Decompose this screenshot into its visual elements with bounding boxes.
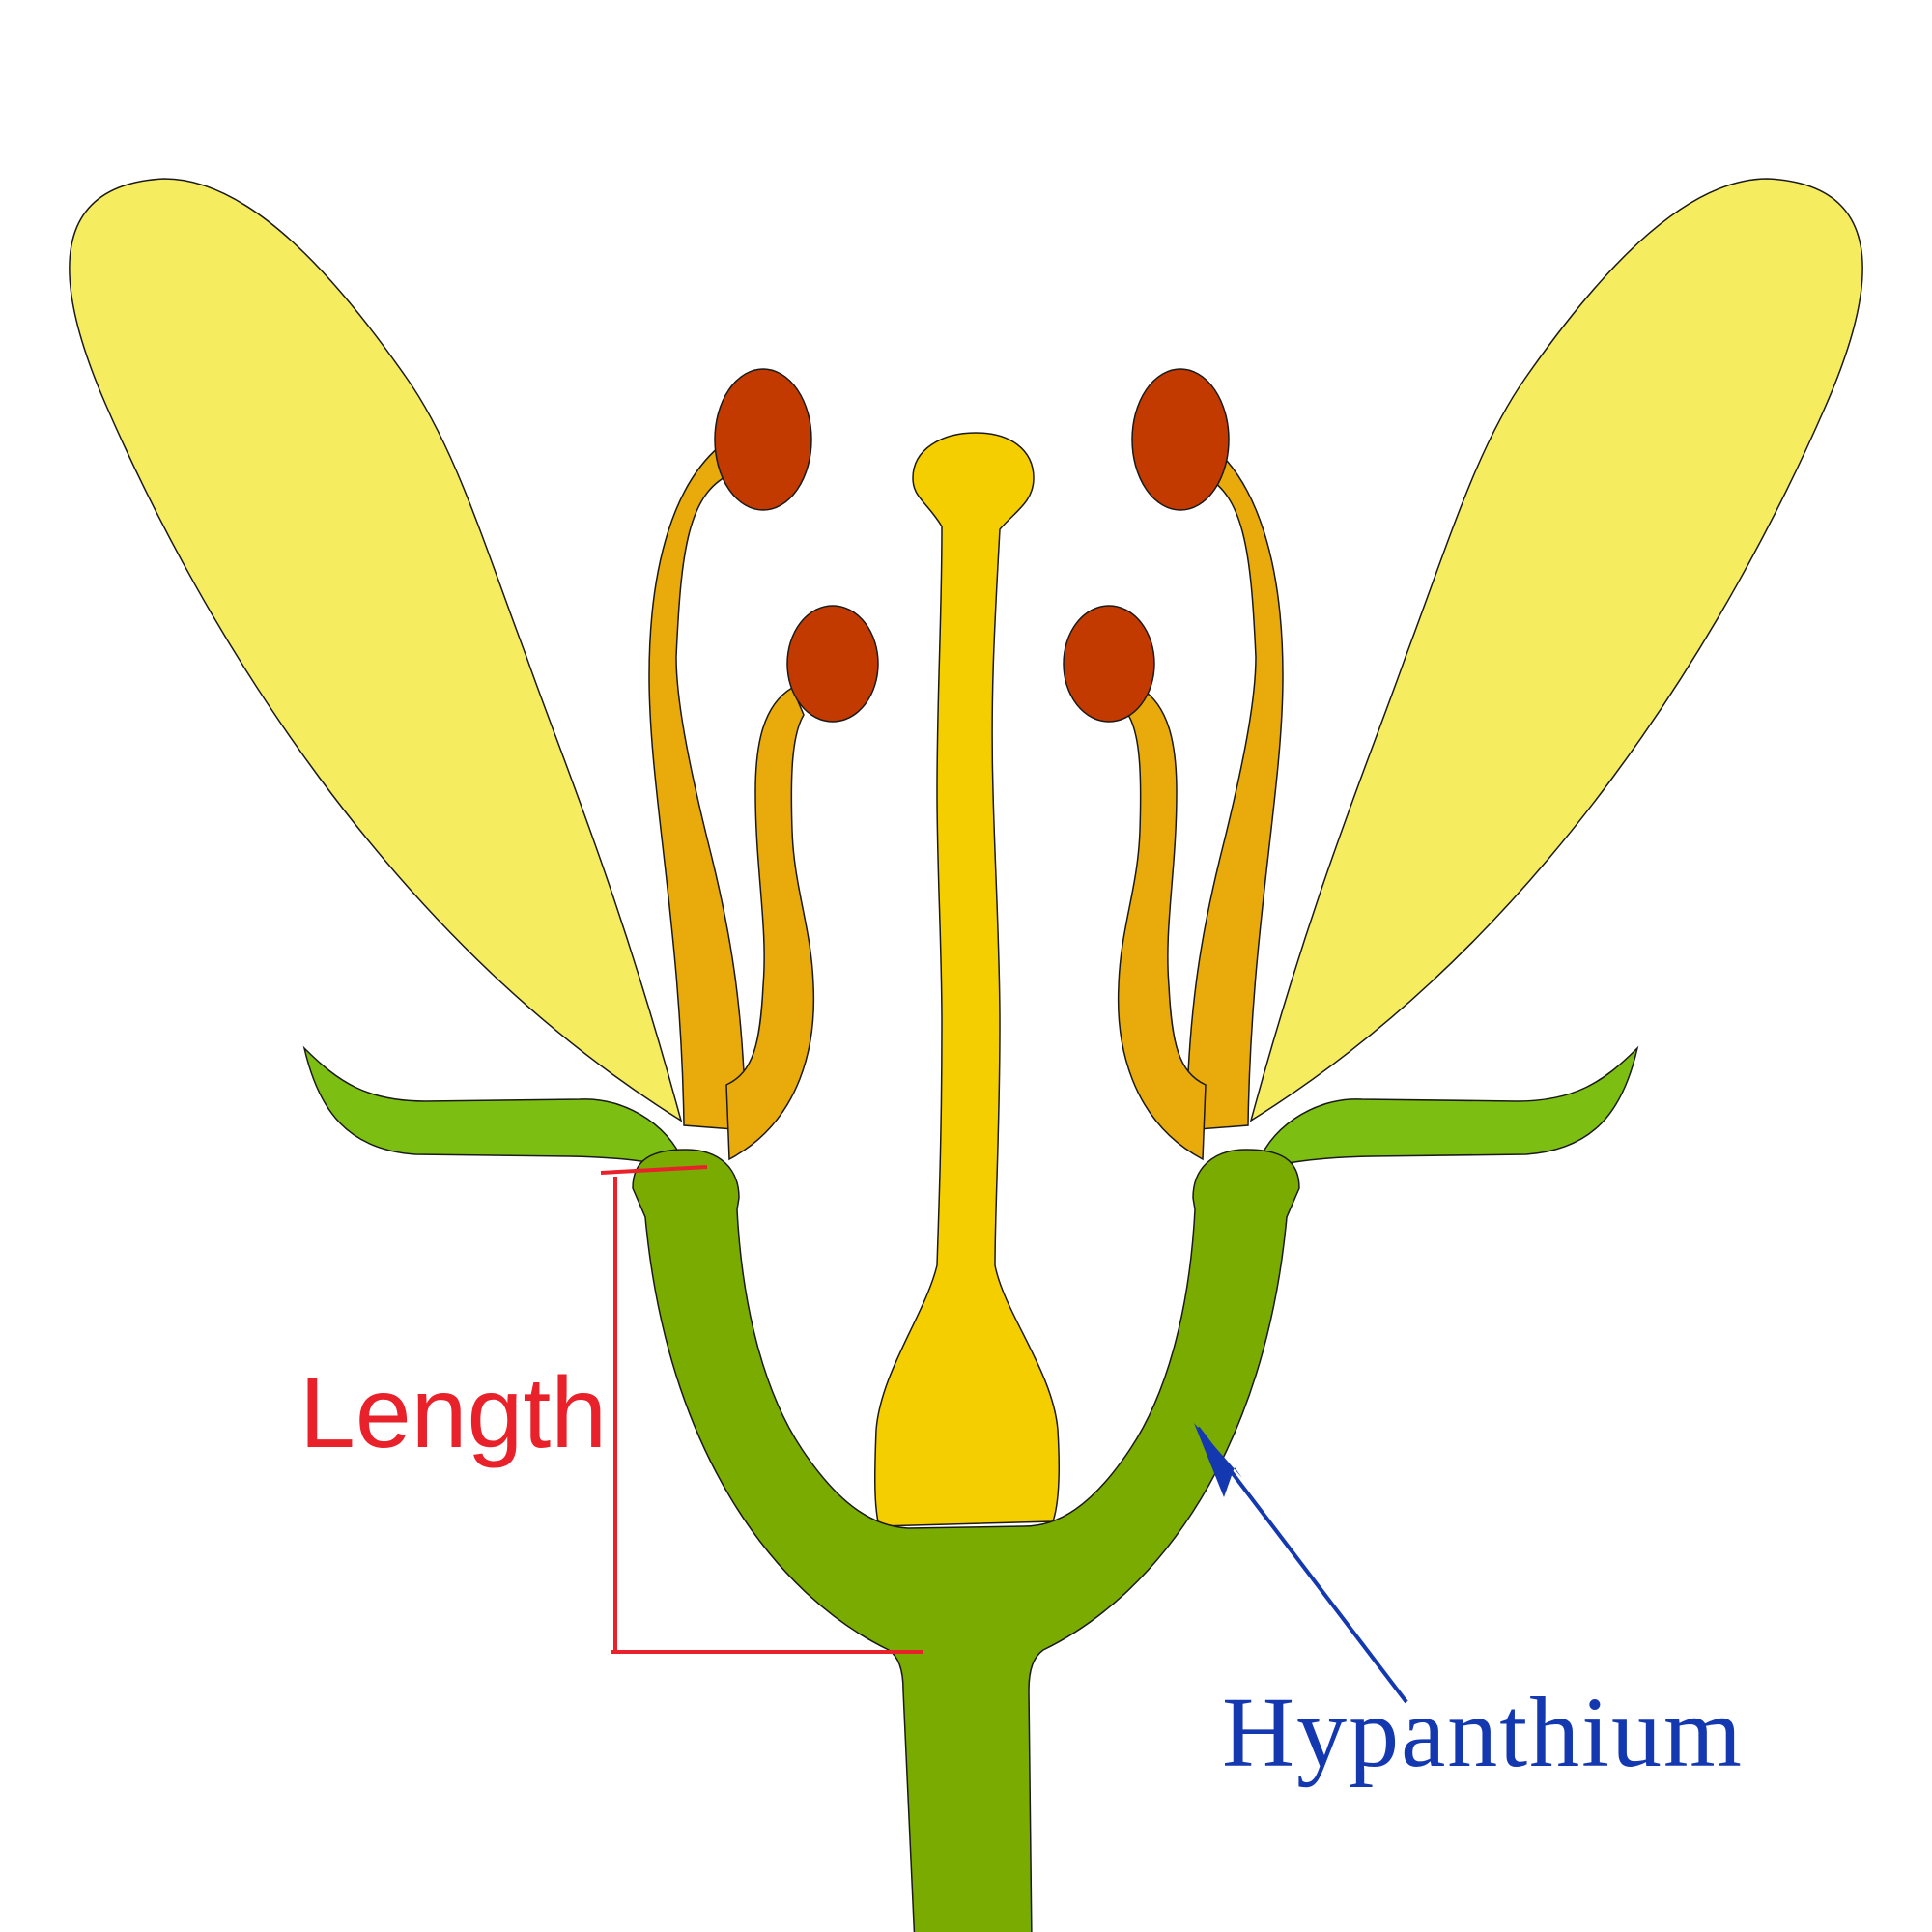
right-inner-anther (1063, 605, 1155, 723)
length-label: Length (299, 1357, 607, 1469)
hypanthium-arrow-shaft (1196, 1426, 1408, 1704)
hypanthium-pointer (1194, 1423, 1408, 1704)
right-petal (1249, 178, 1863, 1122)
length-marker (600, 1165, 923, 1654)
right-outer-anther (1131, 368, 1230, 511)
hypanthium-label: Hypanthium (1222, 1677, 1744, 1788)
left-inner-anther (786, 605, 879, 723)
left-inner-filament (725, 686, 815, 1161)
pistil (874, 432, 1060, 1527)
receptacle (632, 1149, 1300, 1932)
left-outer-filament (648, 444, 747, 1131)
right-inner-filament (1117, 686, 1207, 1161)
hypanthium-arrowhead-icon (1194, 1423, 1242, 1497)
right-outer-filament (1185, 444, 1284, 1131)
left-outer-anther (714, 368, 812, 511)
length-top-tick (600, 1165, 708, 1175)
left-petal (69, 178, 683, 1122)
